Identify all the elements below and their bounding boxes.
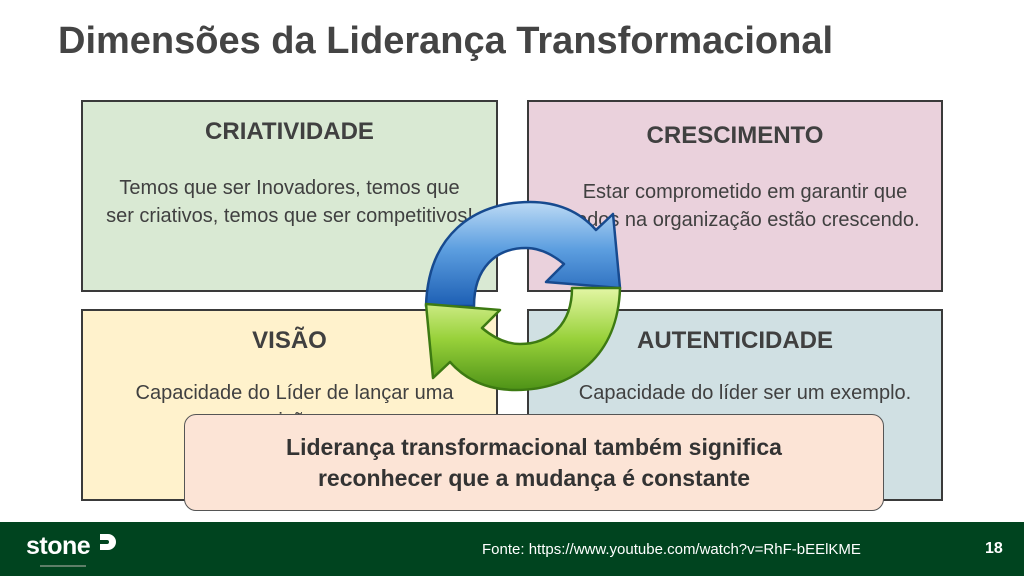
crescimento-heading: CRESCIMENTO [646, 122, 824, 149]
green-arrow-shape [424, 286, 622, 392]
callout-line-2: reconhecer que a mudança é constante [317, 464, 751, 491]
callout-box: Liderança transformacional também signif… [184, 414, 884, 511]
source-citation: Fonte: https://www.youtube.com/watch?v=R… [482, 541, 861, 558]
callout-text: Liderança transformacional também signif… [286, 432, 782, 494]
autenticidade-text: Capacidade do líder ser um exemplo. [578, 382, 912, 404]
crescimento-text: Estar comprometido em garantir que todos… [570, 181, 920, 231]
refresh-cycle-icon [424, 200, 622, 392]
stone-logo-mark-icon [100, 534, 116, 550]
callout-line-1: Liderança transformacional também signif… [286, 433, 782, 460]
visao-heading: VISÃO [252, 327, 327, 354]
crescimento-box: CRESCIMENTO Estar comprometido em garant… [527, 100, 943, 292]
stone-logo-text: stone [26, 532, 91, 560]
blue-arrow-shape [424, 200, 622, 308]
logo-tagline-mark [40, 565, 86, 567]
stone-logo: stone [26, 532, 116, 572]
criatividade-heading: CRIATIVIDADE [205, 118, 374, 145]
footer-bar: stone Fonte: https://www.youtube.com/wat… [0, 522, 1024, 576]
slide-title: Dimensões da Liderança Transformacional [58, 20, 834, 62]
criatividade-text: Temos que ser Inovadores, temos que ser … [106, 177, 473, 227]
criatividade-box: CRIATIVIDADE Temos que ser Inovadores, t… [81, 100, 498, 292]
page-number: 18 [985, 540, 1003, 557]
autenticidade-heading: AUTENTICIDADE [637, 327, 833, 354]
